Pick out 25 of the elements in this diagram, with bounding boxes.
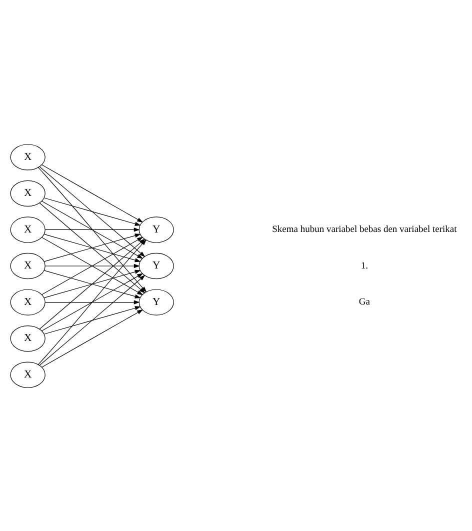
arrow (39, 202, 146, 293)
node-ellipse: X (10, 252, 46, 279)
arrow (39, 166, 146, 257)
node-ellipse: X (10, 361, 46, 388)
arrow (45, 263, 140, 268)
arrow (45, 300, 140, 304)
node-ellipse: X (10, 216, 46, 242)
node-ellipse: X (10, 324, 46, 352)
label: 1. (360, 260, 368, 271)
node-ellipse: X (10, 144, 46, 170)
arrow (44, 306, 141, 334)
node-ellipse: Y (138, 288, 174, 315)
arrow (42, 272, 144, 331)
arrow (42, 308, 144, 367)
arrow (45, 227, 140, 232)
label: Skema hubun variabel bebas den variabel terikat (272, 224, 457, 234)
arrow (42, 164, 144, 222)
node-ellipse: Y (138, 216, 174, 242)
arrow (42, 200, 144, 258)
arrow (44, 197, 141, 226)
label: Ga (358, 297, 370, 308)
arrow (39, 274, 146, 366)
arrow (39, 238, 146, 329)
node-ellipse: X (10, 180, 46, 206)
node-ellipse: X (10, 288, 46, 315)
